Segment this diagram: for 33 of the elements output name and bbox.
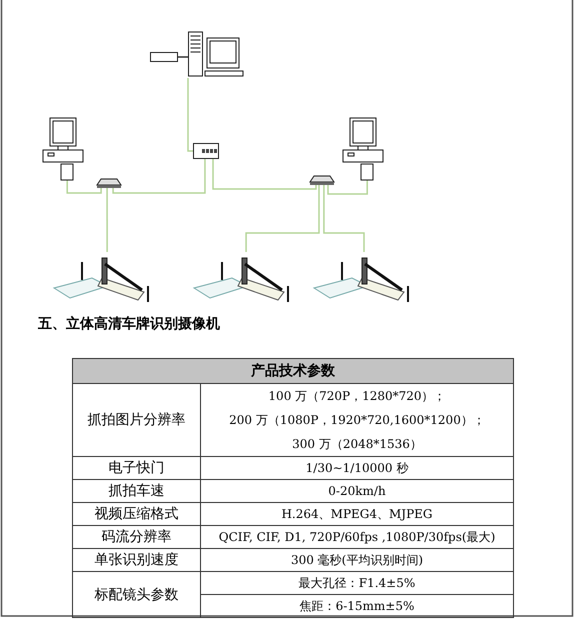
table-cell: 码流分辨率 bbox=[72, 526, 200, 548]
table-cell: H.264、MPEG4、MJPEG bbox=[200, 502, 514, 526]
table-cell: 1/30~1/10000 秒 bbox=[200, 456, 514, 480]
connector-line bbox=[212, 159, 317, 190]
table-cell: 300 万（2048*1536） bbox=[200, 432, 514, 456]
computer-drawing bbox=[42, 116, 84, 180]
connector-line bbox=[323, 185, 365, 252]
computer-drawing bbox=[342, 116, 384, 180]
connector-line bbox=[187, 78, 193, 152]
connector-line bbox=[106, 188, 108, 252]
table-cell: 焦距：6-15mm±5% bbox=[200, 594, 514, 618]
table-cell: 200 万（1080P，1920*720,1600*1200）； bbox=[200, 408, 514, 432]
table-header: 产品技术参数 bbox=[72, 358, 514, 384]
table-cell: 300 毫秒(平均识别时间) bbox=[200, 548, 514, 572]
table-cell: 电子快门 bbox=[72, 456, 200, 480]
connector-line bbox=[327, 180, 368, 195]
table-cell: 抓拍车速 bbox=[72, 480, 200, 502]
section-heading: 五、立体高清车牌识别摄像机 bbox=[38, 315, 220, 333]
router-drawing bbox=[193, 143, 219, 159]
connector-line bbox=[112, 159, 206, 194]
converter-box bbox=[150, 52, 178, 62]
table-cell: 视频压缩格式 bbox=[72, 502, 200, 526]
table-cell: 最大孔径：F1.4±5% bbox=[200, 572, 514, 594]
hub-drawing bbox=[97, 178, 121, 188]
table-cell: 单张识别速度 bbox=[72, 548, 200, 572]
connector-line bbox=[245, 185, 320, 252]
table-cell: 0-20km/h bbox=[200, 480, 514, 502]
connector-line bbox=[178, 56, 188, 58]
connector-line bbox=[66, 180, 102, 194]
table-cell: 标配镜头参数 bbox=[72, 572, 200, 618]
hub-drawing bbox=[310, 175, 334, 185]
table-cell: QCIF, CIF, D1, 720P/60fps ,1080P/30fps(最大) bbox=[200, 526, 514, 548]
table-cell: 抓拍图片分辨率 bbox=[72, 384, 200, 456]
